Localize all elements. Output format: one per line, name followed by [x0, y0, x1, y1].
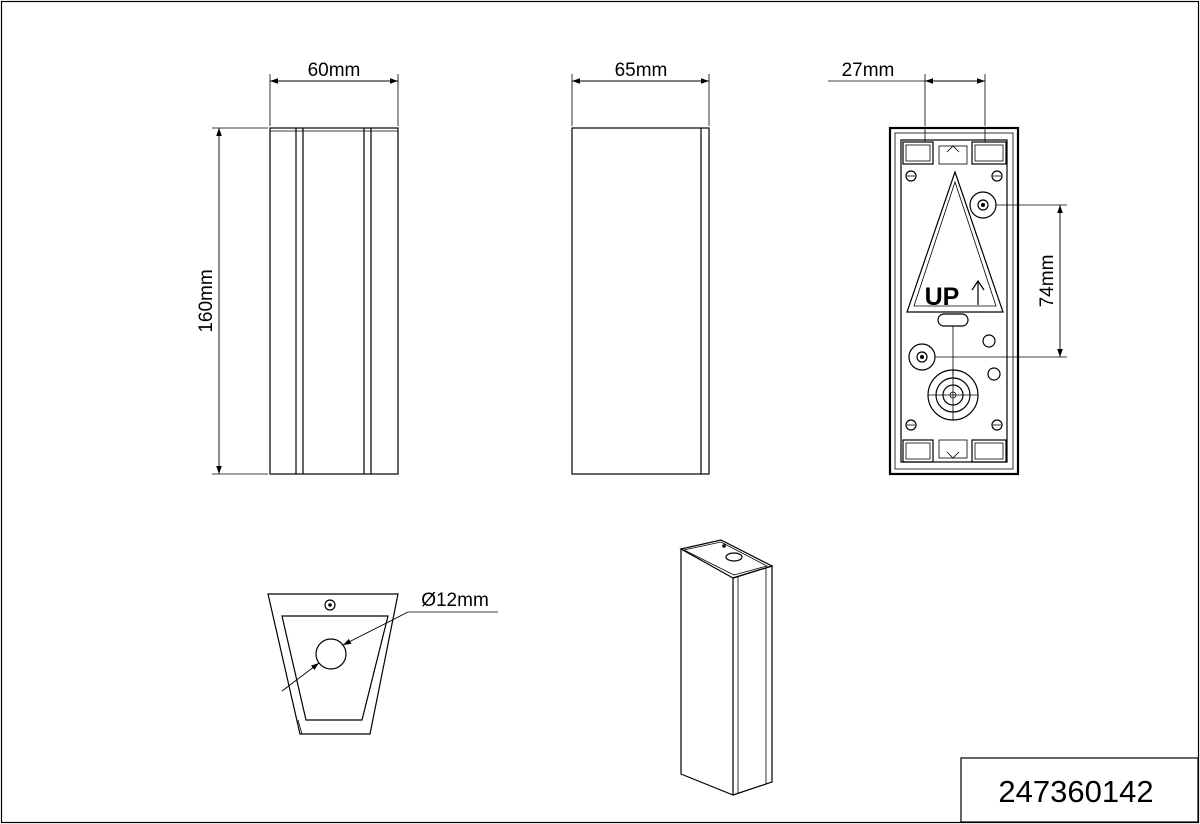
side-depth-label: 65mm — [615, 60, 668, 81]
title-block: 247360142 — [960, 757, 1199, 823]
back-offset-dimension: 27mm — [828, 60, 986, 126]
front-view — [269, 127, 399, 475]
isometric-view — [679, 539, 774, 796]
article-number: 247360142 — [998, 774, 1153, 809]
cable-diameter-dimension: Ø12mm — [281, 590, 498, 692]
side-view — [571, 127, 710, 475]
side-depth-dimension: 65mm — [571, 60, 710, 126]
front-width-label: 60mm — [308, 60, 361, 81]
back-plate-outer — [888, 126, 1020, 476]
hole-spacing-label: 74mm — [1037, 255, 1058, 308]
top-view-outline — [267, 593, 399, 735]
cable-diameter-label: Ø12mm — [421, 590, 489, 611]
hole-spacing-dimension: 74mm — [935, 204, 1067, 358]
top-view — [267, 593, 399, 735]
front-height-label: 160mm — [196, 269, 217, 332]
front-height-dimension: 160mm — [196, 127, 268, 475]
side-view-outline — [571, 127, 710, 475]
back-view: UP — [888, 126, 1020, 476]
front-view-outline — [269, 127, 399, 475]
front-width-dimension: 60mm — [269, 60, 399, 126]
back-offset-label: 27mm — [842, 60, 895, 81]
top-cable-hole — [315, 638, 347, 670]
up-marking: UP — [925, 283, 960, 311]
